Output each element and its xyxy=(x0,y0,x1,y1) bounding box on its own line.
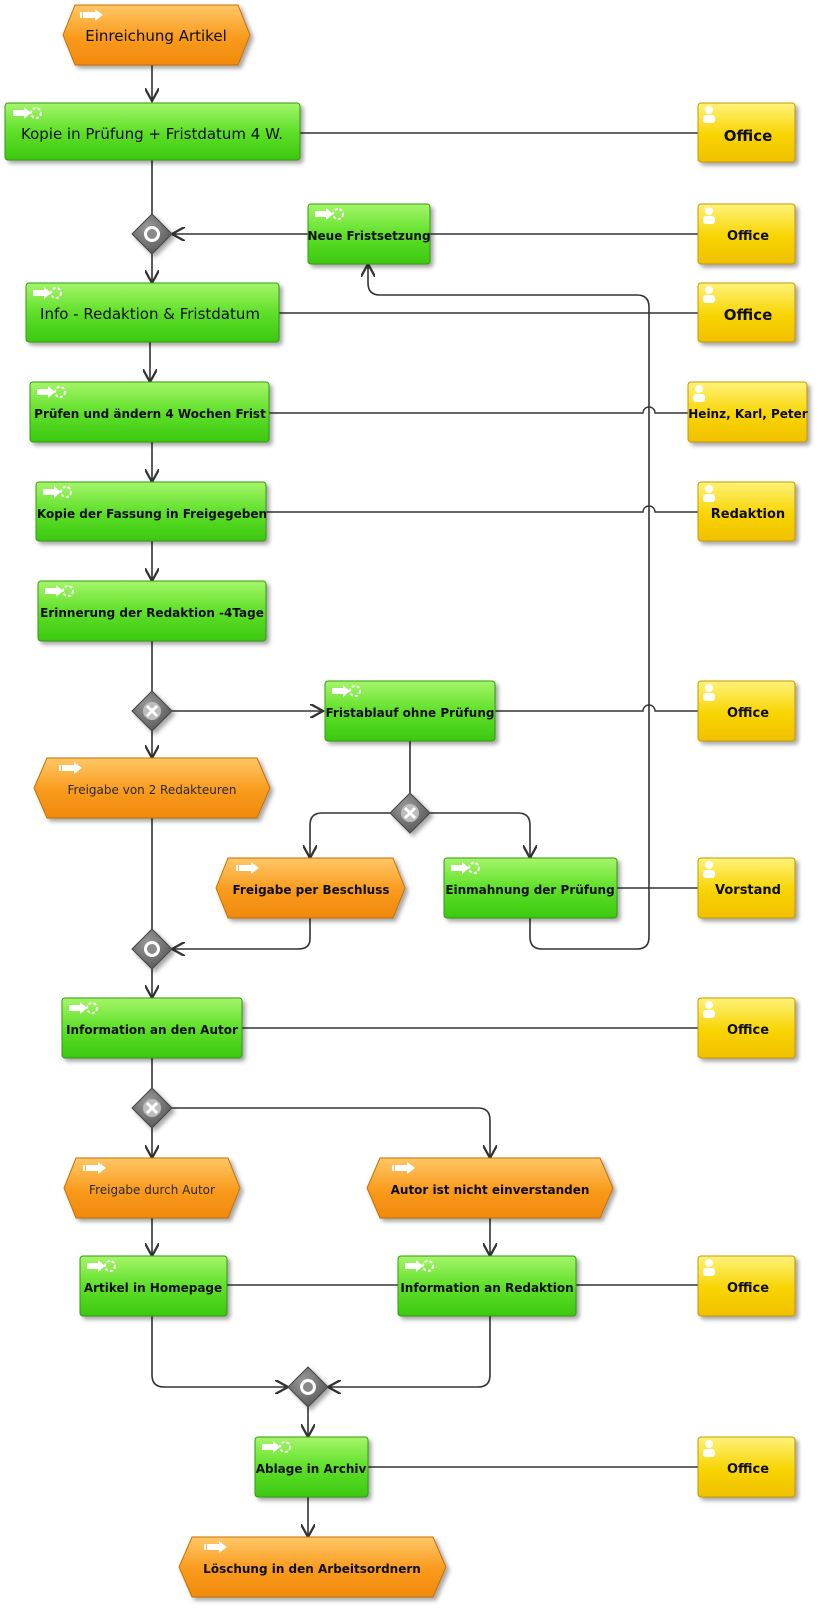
function-label: Ablage in Archiv xyxy=(256,1462,367,1476)
event-loeschung-arbeitsordnern[interactable]: Löschung in den Arbeitsordnern xyxy=(178,1536,447,1598)
org-office-2[interactable]: Office xyxy=(697,203,796,265)
function-icon xyxy=(332,685,361,697)
function-label: Prüfen und ändern 4 Wochen Frist xyxy=(34,407,266,421)
function-label: Kopie in Prüfung + Fristdatum 4 W. xyxy=(21,125,283,143)
function-label: Einmahnung der Prüfung xyxy=(445,883,614,897)
event-icon xyxy=(83,1162,106,1174)
event-label: Freigabe von 2 Redakteuren xyxy=(68,783,237,797)
person-icon xyxy=(693,385,705,402)
org-label: Office xyxy=(727,706,769,721)
org-heinz-karl-peter[interactable]: Heinz, Karl, Peter xyxy=(687,381,808,443)
function-icon xyxy=(451,862,480,874)
person-icon xyxy=(703,1001,715,1018)
flow-lines xyxy=(150,65,650,1537)
event-label: Löschung in den Arbeitsordnern xyxy=(203,1562,421,1576)
function-icon xyxy=(315,208,344,220)
function-ablage-in-archiv[interactable]: Ablage in Archiv xyxy=(254,1436,369,1498)
org-label: Redaktion xyxy=(711,507,785,522)
event-icon xyxy=(59,762,82,774)
org-label: Office xyxy=(727,229,769,244)
xor-connector-3[interactable] xyxy=(131,1087,173,1129)
org-office-7[interactable]: Office xyxy=(697,1436,796,1498)
or-connector-1[interactable] xyxy=(131,213,173,255)
function-label: Information an den Autor xyxy=(66,1023,238,1037)
or-connector-2[interactable] xyxy=(131,928,173,970)
function-icon xyxy=(262,1441,291,1453)
function-artikel-in-homepage[interactable]: Artikel in Homepage xyxy=(79,1255,228,1317)
function-info-redaktion-fristdatum[interactable]: Info - Redaktion & Fristdatum xyxy=(25,282,280,343)
function-icon xyxy=(13,107,42,119)
person-icon xyxy=(703,684,715,701)
event-label: Freigabe durch Autor xyxy=(89,1183,215,1197)
org-label: Office xyxy=(724,306,773,324)
function-label: Erinnerung der Redaktion -4Tage xyxy=(40,606,264,620)
org-label: Office xyxy=(724,127,773,145)
function-fristablauf-ohne-pruefung[interactable]: Fristablauf ohne Prüfung xyxy=(324,680,496,742)
event-label: Autor ist nicht einverstanden xyxy=(391,1183,590,1197)
person-icon xyxy=(703,485,715,502)
function-erinnerung-redaktion[interactable]: Erinnerung der Redaktion -4Tage xyxy=(37,580,267,642)
function-icon xyxy=(45,585,74,597)
org-label: Office xyxy=(727,1281,769,1296)
function-neue-fristsetzung[interactable]: Neue Fristsetzung xyxy=(307,203,431,265)
org-office-1[interactable]: Office xyxy=(697,102,796,163)
event-icon xyxy=(392,1162,415,1174)
function-icon xyxy=(37,386,66,398)
org-office-4[interactable]: Office xyxy=(697,680,796,742)
org-office-5[interactable]: Office xyxy=(697,997,796,1059)
org-redaktion[interactable]: Redaktion xyxy=(697,481,796,542)
org-vorstand[interactable]: Vorstand xyxy=(697,857,796,919)
org-label: Office xyxy=(727,1023,769,1038)
org-label: Vorstand xyxy=(715,883,781,898)
function-kopie-in-pruefung[interactable]: Kopie in Prüfung + Fristdatum 4 W. xyxy=(4,102,301,161)
person-icon xyxy=(703,106,715,123)
function-label: Information an Redaktion xyxy=(400,1281,573,1295)
function-icon xyxy=(87,1260,116,1272)
person-icon xyxy=(703,207,715,224)
org-office-3[interactable]: Office xyxy=(697,282,796,343)
event-icon xyxy=(80,9,103,21)
function-label: Fristablauf ohne Prüfung xyxy=(326,706,495,720)
function-icon xyxy=(43,486,72,498)
function-label: Info - Redaktion & Fristdatum xyxy=(40,305,260,323)
event-freigabe-durch-autor[interactable]: Freigabe durch Autor xyxy=(63,1157,241,1219)
function-kopie-fassung-freigegeben[interactable]: Kopie der Fassung in Freigegeben xyxy=(35,481,267,542)
function-label: Neue Fristsetzung xyxy=(307,229,430,243)
xor-connector-1[interactable] xyxy=(131,690,173,732)
org-label: Heinz, Karl, Peter xyxy=(688,407,808,421)
function-information-an-autor[interactable]: Information an den Autor xyxy=(61,997,243,1059)
xor-connector-2[interactable] xyxy=(389,792,431,834)
function-icon xyxy=(69,1002,98,1014)
event-autor-nicht-einverstanden[interactable]: Autor ist nicht einverstanden xyxy=(366,1157,614,1219)
function-icon xyxy=(405,1260,434,1272)
function-pruefen-aendern-frist[interactable]: Prüfen und ändern 4 Wochen Frist xyxy=(29,381,270,443)
event-freigabe-per-beschluss[interactable]: Freigabe per Beschluss xyxy=(215,857,406,919)
or-connector-3[interactable] xyxy=(287,1366,329,1408)
function-label: Artikel in Homepage xyxy=(84,1281,222,1295)
event-icon xyxy=(236,862,259,874)
function-icon xyxy=(33,287,62,299)
person-icon xyxy=(703,1259,715,1276)
event-icon xyxy=(204,1541,227,1553)
org-label: Office xyxy=(727,1462,769,1477)
function-information-an-redaktion[interactable]: Information an Redaktion xyxy=(397,1255,577,1317)
event-label: Einreichung Artikel xyxy=(85,27,226,45)
org-lines xyxy=(227,132,698,1468)
person-icon xyxy=(703,1440,715,1457)
person-icon xyxy=(703,286,715,303)
org-office-6[interactable]: Office xyxy=(697,1255,796,1317)
event-freigabe-2-redakteuren[interactable]: Freigabe von 2 Redakteuren xyxy=(33,757,271,819)
person-icon xyxy=(703,861,715,878)
function-label: Kopie der Fassung in Freigegeben xyxy=(37,507,267,521)
event-label: Freigabe per Beschluss xyxy=(232,883,389,897)
function-einmahnung-pruefung[interactable]: Einmahnung der Prüfung xyxy=(443,857,618,919)
event-einreichung-artikel[interactable]: Einreichung Artikel xyxy=(62,4,251,66)
